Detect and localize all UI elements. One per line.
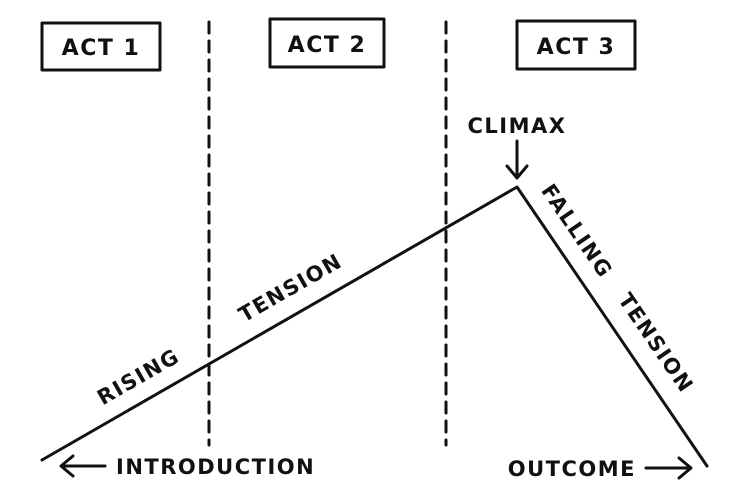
act-2-label: ACT 2	[288, 33, 367, 58]
climax-label: CLIMAX	[468, 114, 567, 138]
introduction-arrow-icon	[59, 454, 107, 478]
climax-arrow-icon	[505, 139, 529, 180]
act-2-box: ACT 2	[268, 17, 386, 69]
act-1-label: ACT 1	[62, 36, 141, 61]
act-3-box: ACT 3	[515, 19, 637, 71]
act-3-label: ACT 3	[537, 35, 616, 60]
rising-tension-label: TENSION	[235, 249, 347, 327]
act-1-box: ACT 1	[40, 21, 162, 72]
rising-label: RISING	[93, 344, 184, 410]
introduction-label: INTRODUCTION	[116, 455, 315, 479]
outcome-arrow-icon	[644, 456, 693, 480]
falling-tension-label: TENSION	[613, 289, 698, 398]
story-arc-line	[40, 185, 709, 468]
outcome-label: OUTCOME	[508, 457, 636, 481]
